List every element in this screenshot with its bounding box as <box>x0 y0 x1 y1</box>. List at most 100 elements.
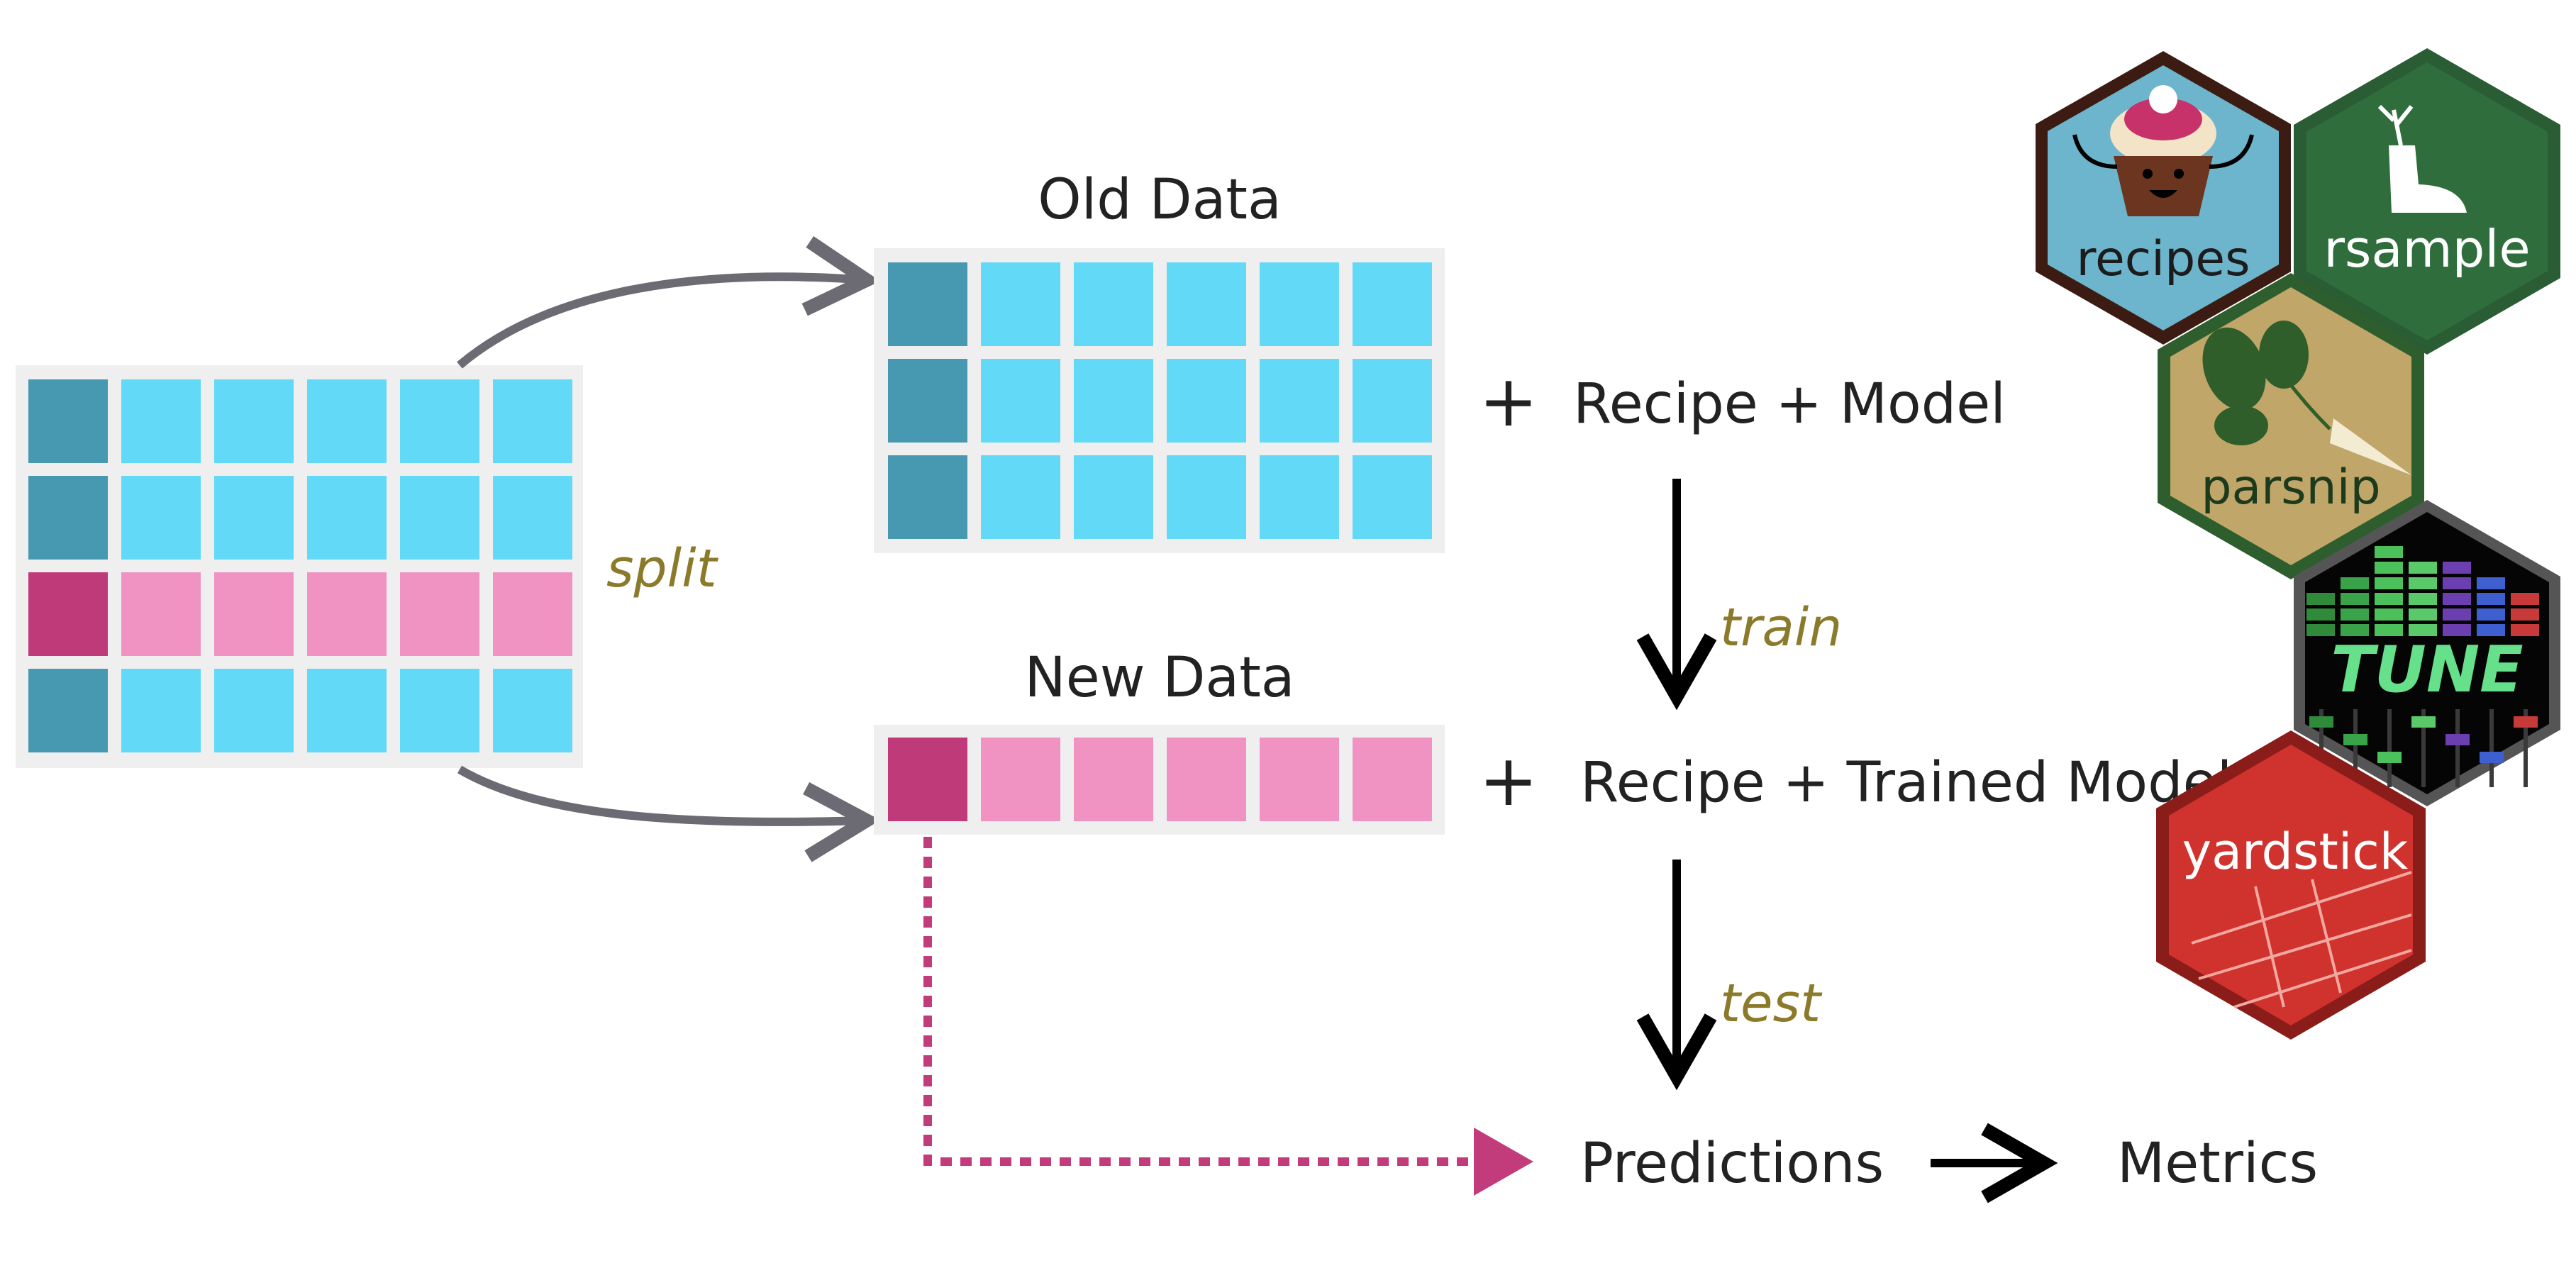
predictor-cell <box>214 476 294 560</box>
equalizer-bar <box>2477 608 2505 621</box>
predictor-cell <box>493 572 572 656</box>
split-arrow-old <box>457 236 881 369</box>
yardstick-hex-sticker: yardstick <box>2156 730 2426 1040</box>
recipes-hex-label: recipes <box>2076 231 2250 287</box>
predictor-cell <box>1353 359 1432 443</box>
outcome-cell <box>888 262 967 346</box>
predictor-cell <box>1167 455 1246 539</box>
outcome-cell <box>888 738 967 821</box>
parsnip-hex-sticker: parsnip <box>2158 273 2424 579</box>
predictor-cell <box>214 669 294 752</box>
predictor-cell <box>493 476 572 560</box>
predictor-cell <box>1353 738 1432 821</box>
predictor-cell <box>121 476 201 560</box>
predictor-cell <box>307 572 387 656</box>
predictor-cell <box>493 669 572 752</box>
equalizer-bar <box>2341 608 2369 621</box>
predictor-cell <box>1074 359 1153 443</box>
equalizer-bar <box>2443 624 2471 636</box>
predictor-cell <box>1260 262 1339 346</box>
equalizer-bar <box>2409 577 2437 589</box>
test-label: test <box>1720 973 1823 1034</box>
slider-track <box>2387 709 2392 787</box>
outcome-cell <box>888 455 967 539</box>
predictor-cell <box>400 476 479 560</box>
slider-track <box>2421 709 2426 787</box>
field-lines-icon <box>2191 871 2412 1008</box>
equalizer-bar <box>2409 608 2437 621</box>
equalizer-bar <box>2443 593 2471 605</box>
new-data-title: New Data <box>1024 646 1294 710</box>
slider-track <box>2455 709 2460 787</box>
equalizer-bar <box>2477 577 2505 589</box>
new-data-cells <box>888 738 1432 821</box>
equalizer-bar <box>2341 577 2369 589</box>
predictor-cell <box>981 455 1060 539</box>
equalizer-bars-icon <box>2306 546 2539 636</box>
slider-track <box>2353 709 2358 787</box>
equalizer-bar <box>2443 577 2471 589</box>
slider-knob <box>2411 716 2436 728</box>
predictor-cell <box>1167 359 1246 443</box>
equalizer-bar <box>2375 624 2403 636</box>
equalizer-bar <box>2477 624 2505 636</box>
slider-knob <box>2514 716 2538 728</box>
recipe-model-label: Recipe + Model <box>1573 372 2006 436</box>
equalizer-bar <box>2511 593 2539 605</box>
predictor-cell <box>307 379 387 463</box>
recipe-trained-model-label: Recipe + Trained Model <box>1580 751 2232 815</box>
predictor-cell <box>307 476 387 560</box>
predictor-cell <box>1260 359 1339 443</box>
equalizer-bar <box>2477 593 2505 605</box>
parsnip-icon <box>2202 321 2411 475</box>
predictor-cell <box>400 379 479 463</box>
predictor-cell <box>1074 455 1153 539</box>
yardstick-hex-label: yardstick <box>2182 823 2409 881</box>
slider-knob <box>2480 752 2504 763</box>
equalizer-bar <box>2375 562 2403 574</box>
predictor-cell <box>121 379 201 463</box>
hex-stickers: recipes rsample parsnip <box>2036 48 2560 1040</box>
predictor-cell <box>981 262 1060 346</box>
train-label: train <box>1720 597 1842 658</box>
equalizer-bar <box>2375 577 2403 589</box>
split-label: split <box>606 538 719 599</box>
rsample-hex-label: rsample <box>2324 219 2530 279</box>
predictor-cell <box>400 669 479 752</box>
predictor-cell <box>307 669 387 752</box>
slider-knob <box>2343 734 2367 745</box>
equalizer-bar <box>2443 562 2471 574</box>
equalizer-bar <box>2306 608 2335 621</box>
slider-knob <box>2445 734 2470 745</box>
predictor-cell <box>1074 262 1153 346</box>
predictor-cell <box>1260 455 1339 539</box>
slider-knob <box>2309 716 2333 728</box>
predictor-cell <box>1353 455 1432 539</box>
predictor-cell <box>1167 738 1246 821</box>
equalizer-bar <box>2409 562 2437 574</box>
equalizer-bar <box>2375 546 2403 558</box>
tune-hex-label: TUNE <box>2331 633 2523 707</box>
predictor-cell <box>981 738 1060 821</box>
outcome-cell <box>28 379 108 463</box>
plus-sign-2: + <box>1479 739 1538 822</box>
outcome-cell <box>28 572 108 656</box>
equalizer-bar <box>2306 624 2335 636</box>
full-data-cells <box>28 379 572 752</box>
equalizer-bar <box>2375 608 2403 621</box>
predictor-cell <box>214 572 294 656</box>
old-data-grid <box>874 248 1445 553</box>
slider-track <box>2489 709 2494 787</box>
outcome-cell <box>888 359 967 443</box>
cupcake-icon <box>2072 85 2254 216</box>
slider-knob <box>2377 752 2402 763</box>
outcome-cell <box>28 476 108 560</box>
boot-icon <box>2377 104 2467 213</box>
equalizer-bar <box>2511 608 2539 621</box>
rsample-hex-sticker: rsample <box>2294 48 2560 355</box>
predictions-label: Predictions <box>1580 1132 1884 1196</box>
equalizer-bar <box>2443 608 2471 621</box>
split-arrow-new <box>457 765 881 862</box>
predictor-cell <box>121 572 201 656</box>
